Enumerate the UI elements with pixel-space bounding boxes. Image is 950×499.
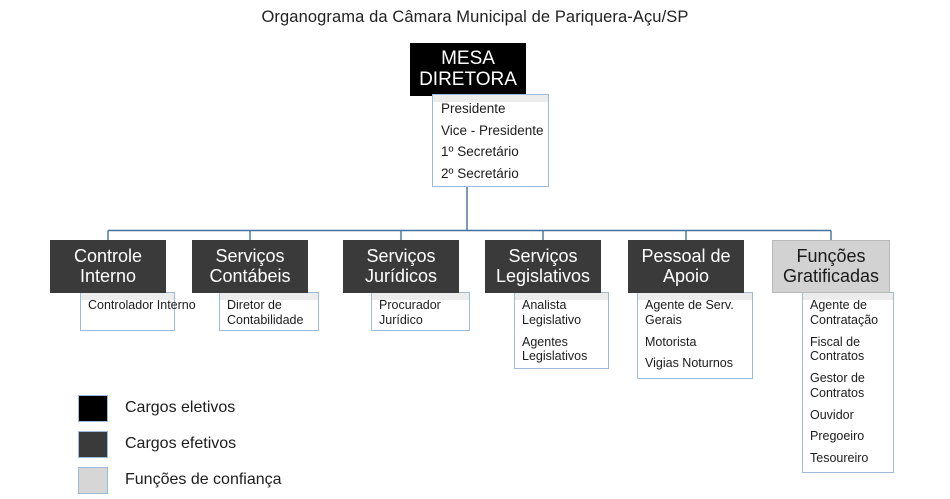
node-servicos-contabeis-list[interactable]: Diretor de Contabilidade: [219, 292, 319, 331]
node-mesa-diretora-label: MESA DIRETORA: [419, 47, 517, 90]
legend-label: Funções de confiança: [125, 471, 282, 488]
legend-row: Funções de confiança: [78, 462, 282, 498]
list-item: Ouvidor: [810, 407, 854, 422]
node-servicos-juridicos-header[interactable]: Serviços Jurídicos: [343, 240, 459, 293]
node-funcoes-gratificadas-label: Funções Gratificadas: [782, 246, 880, 286]
legend-label: Cargos eletivos: [125, 399, 236, 416]
node-servicos-legislativos-label: Serviços Legislativos: [495, 246, 591, 286]
node-pessoal-de-apoio-header[interactable]: Pessoal de Apoio: [628, 240, 744, 293]
page-title: Organograma da Câmara Municipal de Pariq…: [261, 8, 689, 26]
node-servicos-juridicos-list[interactable]: Procurador Jurídico: [371, 292, 470, 331]
list-item: Motorista: [645, 334, 697, 349]
legend-row: Cargos eletivos: [78, 390, 282, 426]
list-item: Procurador Jurídico: [379, 298, 441, 327]
list-item: Agente de Contratação: [810, 298, 879, 327]
list-item: Agentes Legislativos: [522, 334, 588, 364]
legend-swatch: [78, 466, 108, 494]
node-servicos-juridicos-label: Serviços Jurídicos: [364, 246, 438, 286]
node-controle-interno-label: Controle Interno: [73, 246, 143, 286]
node-funcoes-gratificadas-header[interactable]: Funções Gratificadas: [772, 240, 890, 293]
node-servicos-contabeis-header[interactable]: Serviços Contábeis: [192, 240, 308, 293]
node-controle-interno-list[interactable]: Controlador Interno: [80, 292, 196, 331]
node-servicos-legislativos-header[interactable]: Serviços Legislativos: [485, 240, 601, 293]
node-controle-interno-header[interactable]: Controle Interno: [50, 240, 166, 293]
connector-path: [107, 187, 832, 240]
legend-swatch: [78, 430, 108, 458]
legend-row: Cargos efetivos: [78, 426, 282, 462]
node-pessoal-de-apoio-label: Pessoal de Apoio: [641, 246, 731, 286]
list-item: Diretor de Contabilidade: [227, 298, 304, 327]
node-mesa-diretora-header[interactable]: MESA DIRETORA: [410, 43, 526, 96]
list-item: Controlador Interno: [88, 298, 196, 312]
list-item: Analista Legislativo: [522, 298, 582, 327]
node-servicos-contabeis-label: Serviços Contábeis: [209, 246, 291, 286]
list-item: Tesoureiro: [810, 451, 869, 465]
list-item: Agente de Serv. Gerais: [645, 298, 734, 327]
legend-label: Cargos efetivos: [125, 435, 237, 452]
list-item: Gestor de Contratos: [810, 371, 865, 400]
list-item: Pregoeiro: [810, 429, 865, 444]
list-item: Vigias Noturnos: [645, 356, 734, 371]
list-item: Presidente: [441, 101, 506, 116]
list-item: Vice - Presidente: [441, 122, 544, 138]
legend-swatch: [78, 394, 108, 422]
list-item: Fiscal de Contratos: [810, 334, 865, 364]
list-item: 1º Secretário: [441, 144, 519, 159]
list-item: 2º Secretário: [441, 165, 519, 181]
